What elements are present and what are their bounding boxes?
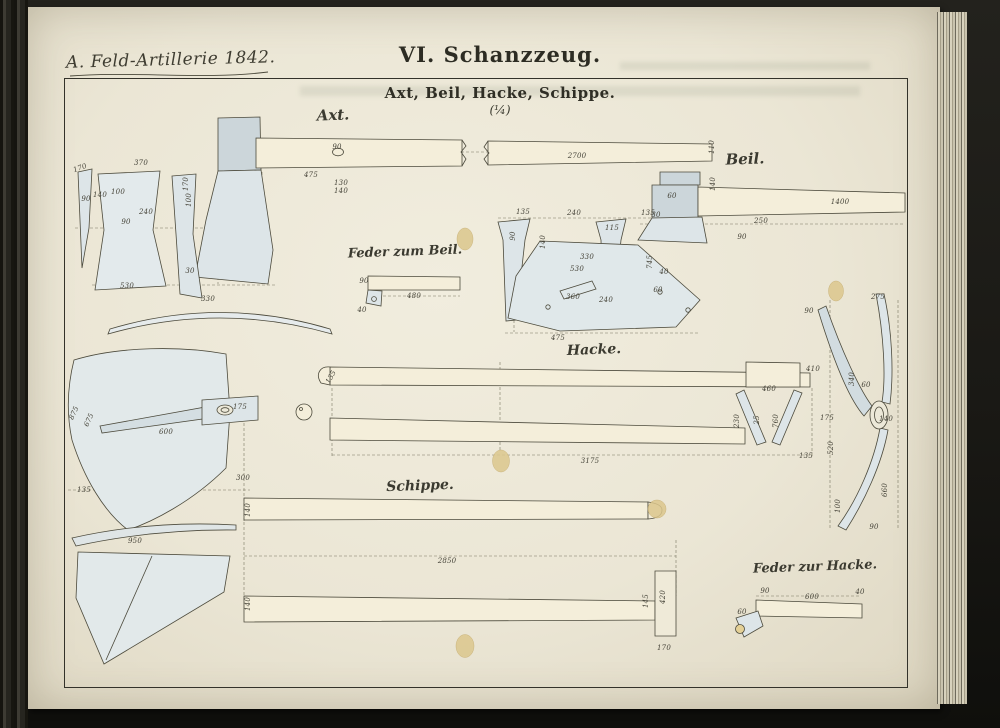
feder-zum-beil-drawing (365, 275, 461, 307)
scale-note: (¼) (489, 103, 511, 117)
hacke-pick-drawing (817, 293, 893, 531)
axt-drawing (77, 116, 713, 299)
bleed-through-text (300, 86, 860, 96)
bleed-through-text (620, 62, 870, 70)
schippe-drawing (67, 312, 677, 665)
hacke-handle-drawing (295, 361, 811, 446)
plate-subtitle: Axt, Beil, Hacke, Schippe. (384, 84, 616, 102)
flourish-underline (69, 71, 269, 77)
book-spine (0, 0, 28, 728)
stain-marks (455, 227, 844, 658)
plate-border (64, 78, 908, 688)
beil-drawing (637, 171, 906, 244)
feder-zur-hacke-drawing (735, 599, 863, 638)
page-stack-edge (937, 12, 967, 704)
plate-title: VI. Schanzzeug. (398, 42, 602, 67)
hacke-head-drawing (497, 218, 701, 332)
